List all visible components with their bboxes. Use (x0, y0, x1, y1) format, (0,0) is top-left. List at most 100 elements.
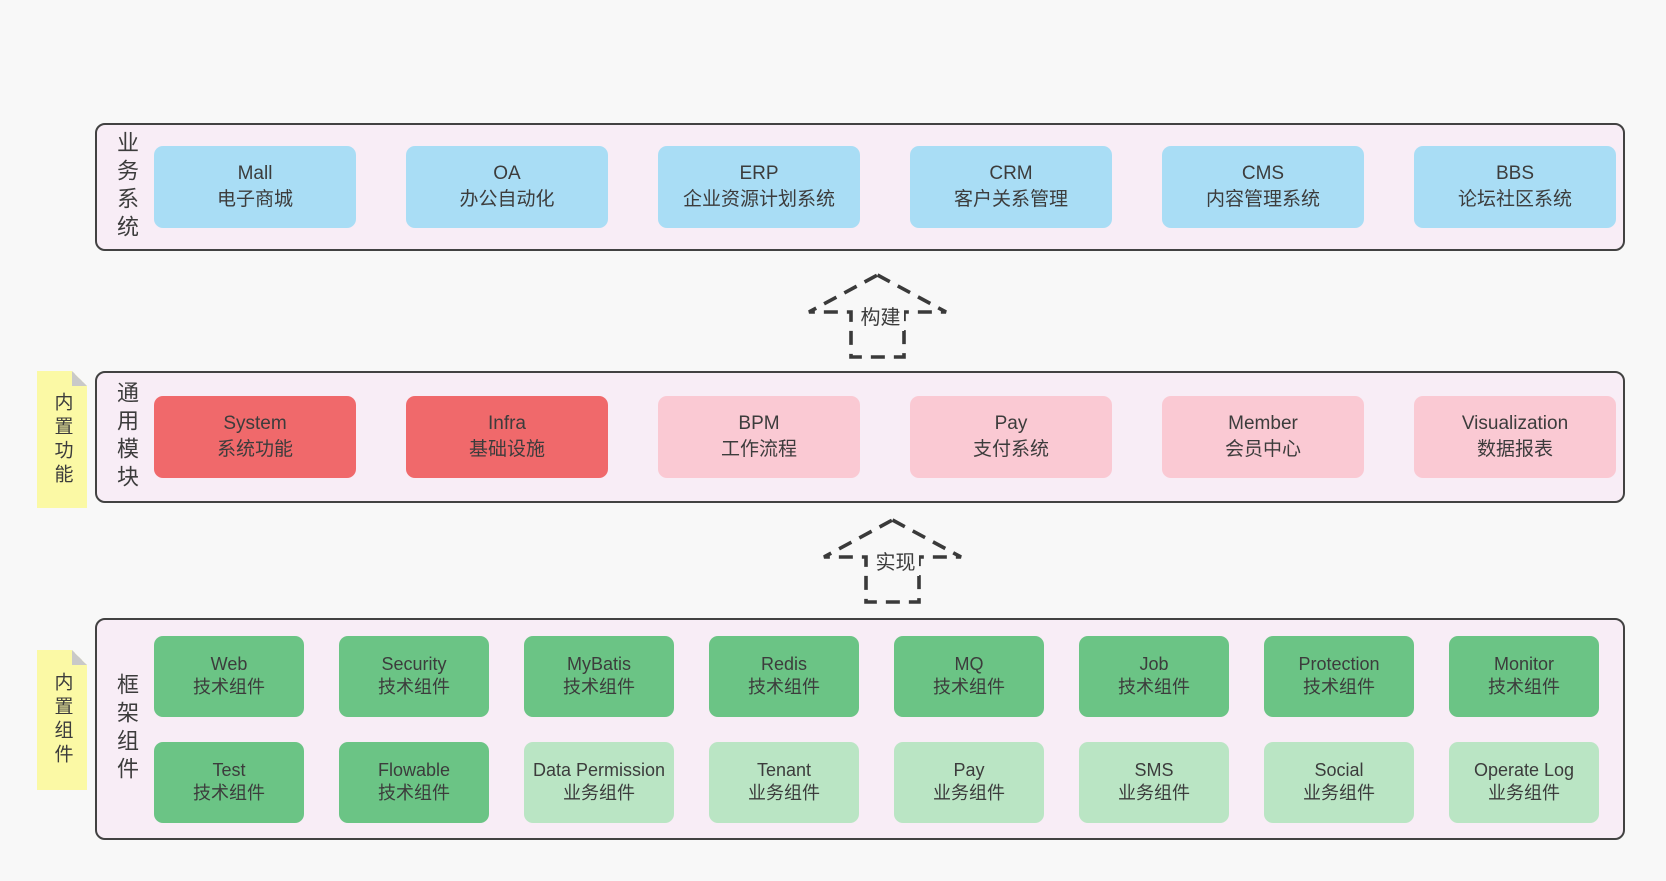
box-mq: MQ 技术组件 (894, 635, 1044, 717)
note-built-in-features: 内置功能 (37, 371, 87, 508)
box-title: Data Permission (532, 759, 666, 780)
note-built-in-components: 内置组件 (37, 650, 87, 790)
box-subtitle: 业务组件 (563, 783, 635, 803)
box-mall: Mall 电子商城 (154, 146, 356, 228)
box-title: ERP (739, 163, 779, 185)
box-subtitle: 业务组件 (1488, 783, 1560, 803)
box-subtitle: 业务组件 (748, 783, 820, 803)
box-title: Redis (760, 653, 808, 674)
box-oa: OA 办公自动化 (406, 146, 608, 228)
box-title: Flowable (377, 759, 451, 780)
box-cms: CMS 内容管理系统 (1162, 146, 1364, 228)
note-fold-corner-icon (72, 371, 87, 386)
components-grid: Web 技术组件 Security 技术组件 MyBatis 技术组件 Redi… (97, 620, 1623, 838)
box-title: Pay (953, 759, 985, 780)
box-operate-log: Operate Log 业务组件 (1449, 741, 1599, 823)
layer-business-label: 业务系统 (114, 131, 139, 243)
box-title: Test (212, 759, 246, 780)
box-subtitle: 工作流程 (720, 439, 797, 460)
box-subtitle: 支付系统 (972, 439, 1049, 460)
box-test: Test 技术组件 (154, 741, 304, 823)
box-title: Social (1314, 759, 1364, 780)
box-subtitle: 技术组件 (933, 677, 1005, 697)
box-crm: CRM 客户关系管理 (910, 146, 1112, 228)
box-title: Operate Log (1473, 759, 1575, 780)
arrow-build: 构建 (807, 272, 948, 360)
box-subtitle: 客户关系管理 (953, 189, 1068, 210)
business-box-row: Mall 电子商城 OA 办公自动化 ERP 企业资源计划系统 CRM 客户关系… (97, 125, 1623, 249)
box-title: Protection (1298, 653, 1380, 674)
box-redis: Redis 技术组件 (709, 635, 859, 717)
layer-business-systems: 业务系统 Mall 电子商城 OA 办公自动化 ERP 企业资源计划系统 CRM… (95, 123, 1625, 251)
box-job: Job 技术组件 (1079, 635, 1229, 717)
box-title: CMS (1241, 163, 1285, 185)
box-subtitle: 技术组件 (378, 677, 450, 697)
box-title: OA (493, 163, 521, 185)
box-subtitle: 电子商城 (216, 189, 293, 210)
box-title: Member (1228, 413, 1298, 435)
box-subtitle: 技术组件 (1488, 677, 1560, 697)
box-subtitle: 业务组件 (1118, 783, 1190, 803)
box-protection: Protection 技术组件 (1264, 635, 1414, 717)
box-subtitle: 技术组件 (748, 677, 820, 697)
dashed-up-arrow-icon (823, 517, 962, 604)
box-title: MyBatis (566, 653, 631, 674)
box-subtitle: 技术组件 (193, 677, 265, 697)
box-erp: ERP 企业资源计划系统 (658, 146, 860, 228)
box-subtitle: 内容管理系统 (1205, 189, 1320, 210)
box-social: Social 业务组件 (1264, 741, 1414, 823)
box-title: Monitor (1493, 653, 1555, 674)
arrow-implement-label: 实现 (872, 551, 919, 576)
box-sms: SMS 业务组件 (1079, 741, 1229, 823)
box-title: System (223, 413, 287, 435)
box-pay-component: Pay 业务组件 (894, 741, 1044, 823)
box-subtitle: 办公自动化 (459, 189, 555, 210)
box-subtitle: 系统功能 (216, 439, 293, 460)
box-pay-module: Pay 支付系统 (910, 396, 1112, 478)
box-web: Web 技术组件 (154, 635, 304, 717)
components-row-2: Test 技术组件 Flowable 技术组件 Data Permission … (154, 741, 1623, 823)
box-monitor: Monitor 技术组件 (1449, 635, 1599, 717)
box-title: Security (381, 653, 447, 674)
box-title: Tenant (756, 759, 812, 780)
box-subtitle: 会员中心 (1224, 439, 1301, 460)
box-infra: Infra 基础设施 (406, 396, 608, 478)
box-subtitle: 业务组件 (933, 783, 1005, 803)
components-row-1: Web 技术组件 Security 技术组件 MyBatis 技术组件 Redi… (154, 635, 1623, 717)
arrow-implement: 实现 (822, 517, 963, 605)
box-security: Security 技术组件 (339, 635, 489, 717)
box-title: MQ (954, 653, 984, 674)
layer-components-label: 框架组件 (114, 673, 139, 785)
box-visualization: Visualization 数据报表 (1414, 396, 1616, 478)
box-subtitle: 企业资源计划系统 (682, 189, 835, 210)
box-title: SMS (1134, 759, 1174, 780)
box-title: Visualization (1461, 413, 1569, 435)
box-subtitle: 技术组件 (1303, 677, 1375, 697)
note-text: 内置功能 (51, 391, 73, 488)
arrow-build-label: 构建 (857, 306, 904, 331)
note-text: 内置组件 (51, 672, 73, 768)
box-title: Pay (994, 413, 1028, 435)
dashed-up-arrow-icon (808, 272, 947, 359)
box-subtitle: 技术组件 (378, 783, 450, 803)
box-member: Member 会员中心 (1162, 396, 1364, 478)
box-flowable: Flowable 技术组件 (339, 741, 489, 823)
note-fold-corner-icon (72, 650, 87, 665)
box-data-permission: Data Permission 业务组件 (524, 741, 674, 823)
box-subtitle: 业务组件 (1303, 783, 1375, 803)
layer-framework-components: 框架组件 Web 技术组件 Security 技术组件 MyBatis 技术组件… (95, 618, 1625, 840)
box-subtitle: 技术组件 (193, 783, 265, 803)
layer-common-modules: 通用模块 System 系统功能 Infra 基础设施 BPM 工作流程 Pay… (95, 371, 1625, 503)
box-title: Web (210, 653, 248, 674)
box-title: Mall (237, 163, 273, 185)
box-bbs: BBS 论坛社区系统 (1414, 146, 1616, 228)
box-bpm: BPM 工作流程 (658, 396, 860, 478)
box-subtitle: 基础设施 (468, 439, 545, 460)
box-subtitle: 数据报表 (1476, 439, 1553, 460)
layer-modules-label: 通用模块 (114, 381, 139, 493)
box-title: Infra (487, 413, 527, 435)
box-title: CRM (989, 163, 1033, 185)
box-subtitle: 技术组件 (563, 677, 635, 697)
box-system: System 系统功能 (154, 396, 356, 478)
box-title: Job (1139, 653, 1169, 674)
